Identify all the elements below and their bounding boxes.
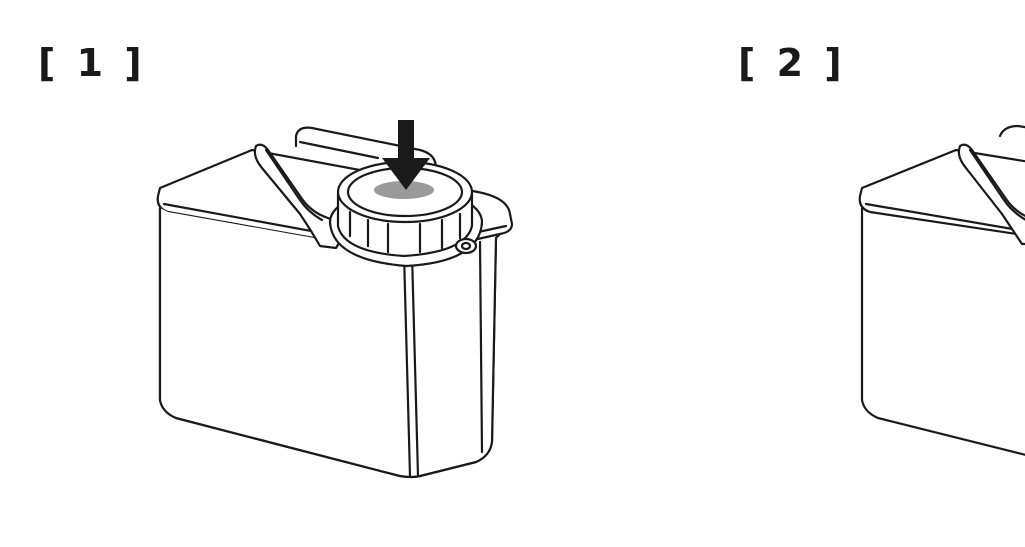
tank2-strap bbox=[957, 143, 1025, 246]
tank-handle-housing-side bbox=[294, 134, 380, 160]
cap-side-loop bbox=[454, 237, 478, 255]
tank-strap-inner bbox=[264, 148, 324, 222]
tank-side-right-edge bbox=[478, 240, 484, 454]
cap-press-highlight bbox=[374, 181, 434, 199]
press-down-arrow-icon bbox=[382, 120, 430, 190]
tank-front-edge bbox=[402, 252, 412, 478]
tank2-top-rim bbox=[864, 202, 1025, 233]
tank-body-lines bbox=[158, 206, 498, 479]
step-2-label: [ 2 ] bbox=[738, 41, 846, 85]
cap-ridges bbox=[348, 210, 462, 254]
step-1-label: [ 1 ] bbox=[38, 41, 146, 85]
ink-tank-illustration-1 bbox=[156, 126, 514, 479]
tank-side-inner-edge bbox=[410, 252, 420, 478]
cap-side-loop-inner bbox=[460, 241, 472, 251]
tank2-strap-inner bbox=[968, 148, 1025, 221]
tank2-body bbox=[860, 206, 1025, 456]
ink-tank-illustration-2 bbox=[858, 124, 1025, 456]
tank2-handle bbox=[998, 124, 1025, 138]
